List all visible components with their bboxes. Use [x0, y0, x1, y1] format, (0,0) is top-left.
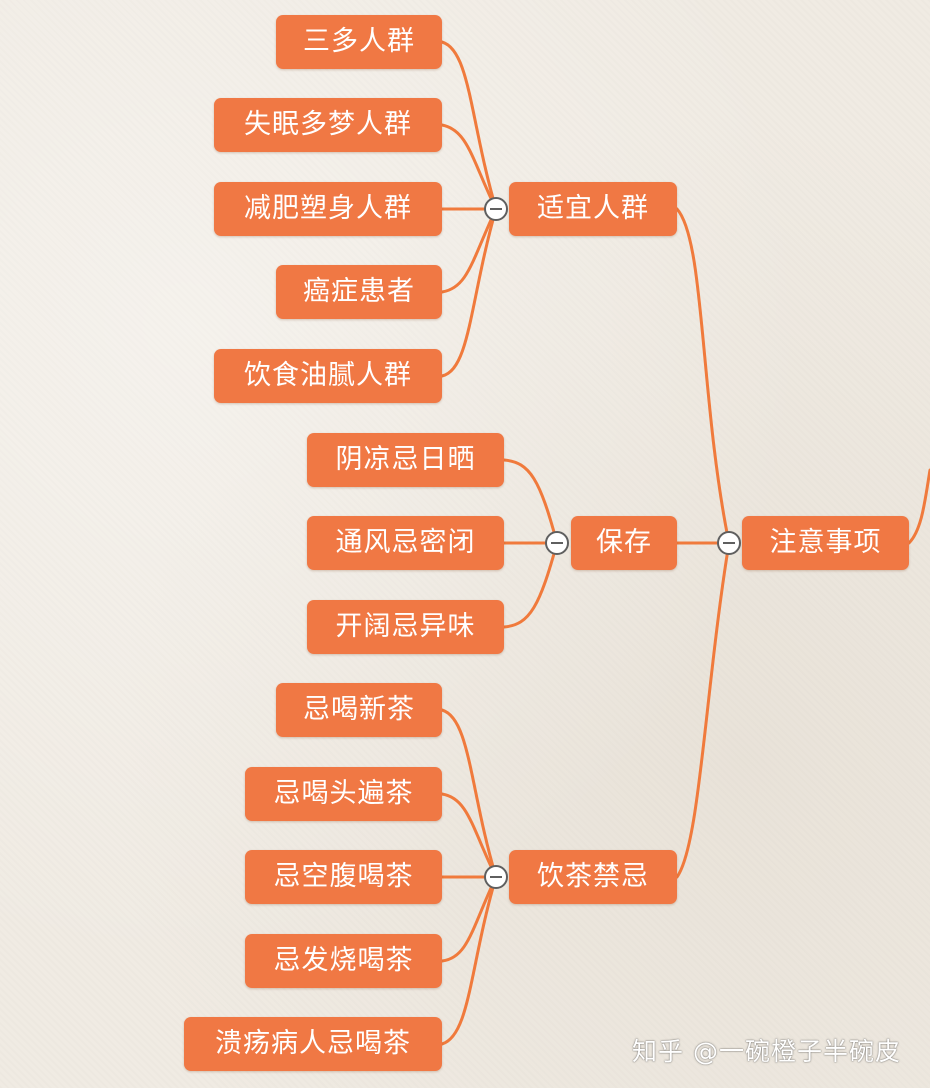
watermark-text: 知乎 @一碗橙子半碗皮	[632, 1037, 901, 1066]
link-b1-c1	[440, 40, 498, 211]
branch-node-tea-taboos[interactable]: 饮茶禁忌	[509, 850, 677, 904]
collapse-branch2-icon[interactable]	[545, 531, 569, 555]
leaf-node[interactable]: 忌空腹喝茶	[245, 850, 442, 904]
link-root-offscreen	[907, 468, 930, 545]
leaf-node[interactable]: 忌发烧喝茶	[245, 934, 442, 988]
link-b3-c4	[440, 875, 498, 963]
leaf-node[interactable]: 三多人群	[276, 15, 442, 69]
link-b3-c5	[440, 875, 498, 1046]
link-b1-c4	[440, 207, 498, 294]
leaf-node[interactable]: 溃疡病人忌喝茶	[184, 1017, 442, 1071]
collapse-root-icon[interactable]	[717, 531, 741, 555]
leaf-node[interactable]: 忌喝新茶	[276, 683, 442, 737]
collapse-branch1-icon[interactable]	[484, 197, 508, 221]
leaf-node[interactable]: 通风忌密闭	[307, 516, 504, 570]
link-root-branch3	[675, 541, 731, 879]
branch-node-storage[interactable]: 保存	[571, 516, 677, 570]
link-b3-c1	[440, 708, 498, 879]
link-root-branch1	[675, 207, 731, 545]
leaf-node[interactable]: 饮食油腻人群	[214, 349, 442, 403]
collapse-branch3-icon[interactable]	[484, 865, 508, 889]
leaf-node[interactable]: 开阔忌异味	[307, 600, 504, 654]
leaf-node[interactable]: 忌喝头遍茶	[245, 767, 442, 821]
link-b2-c3	[502, 541, 559, 629]
leaf-node[interactable]: 阴凉忌日晒	[307, 433, 504, 487]
link-b3-c2	[440, 792, 498, 879]
link-b1-c5	[440, 207, 498, 378]
link-b1-c2	[440, 123, 498, 211]
branch-node-suitable-people[interactable]: 适宜人群	[509, 182, 677, 236]
leaf-node[interactable]: 癌症患者	[276, 265, 442, 319]
leaf-node[interactable]: 失眠多梦人群	[214, 98, 442, 152]
link-b2-c1	[502, 458, 559, 545]
leaf-node[interactable]: 减肥塑身人群	[214, 182, 442, 236]
root-node[interactable]: 注意事项	[742, 516, 909, 570]
